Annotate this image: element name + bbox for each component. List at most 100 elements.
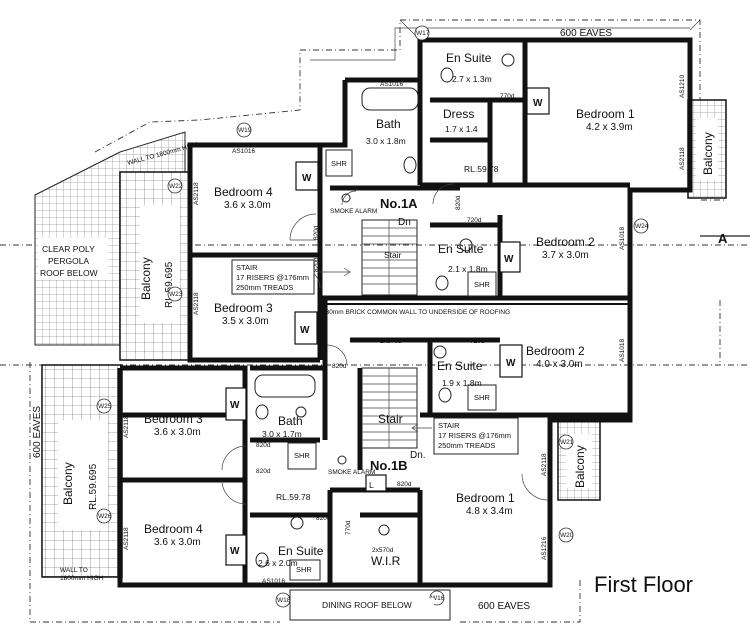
drawing-title: First Floor: [594, 572, 693, 597]
shower-icon: SHR: [467, 271, 497, 297]
svg-text:820d: 820d: [338, 185, 353, 192]
dn-label: Dn: [398, 217, 411, 228]
svg-text:W18: W18: [277, 597, 291, 604]
svg-text:720d: 720d: [470, 338, 485, 345]
svg-text:W16: W16: [431, 595, 445, 602]
bedroom1-b-name: Bedroom 1: [456, 491, 515, 505]
ensuite-b2-dims: 1.9 x 1.8m: [442, 378, 482, 388]
svg-text:820d: 820d: [313, 257, 320, 272]
svg-text:250mm TREADS: 250mm TREADS: [236, 283, 293, 292]
svg-text:W: W: [230, 546, 240, 557]
svg-text:W: W: [302, 173, 312, 184]
svg-text:AS1016: AS1016: [262, 578, 286, 585]
svg-text:AS1210: AS1210: [679, 74, 686, 98]
wir-name: W.I.R: [371, 554, 401, 568]
balcony-left: Balcony RL.59.695 WALL TO 1800mm HIGH: [119, 141, 199, 361]
dress-a-name: Dress: [443, 107, 474, 121]
eaves-left-label: 600 EAVES: [32, 406, 43, 458]
pergola-line-1: CLEAR POLY: [42, 244, 95, 254]
svg-text:AS1216: AS1216: [541, 536, 548, 560]
dining-roof-label: DINING ROOF BELOW: [322, 600, 412, 610]
svg-text:SMOKE ALARM: SMOKE ALARM: [330, 208, 377, 215]
svg-text:820d: 820d: [316, 515, 331, 522]
bath-a-name: Bath: [376, 117, 401, 131]
eaves-bottom-label: 600 EAVES: [478, 601, 530, 612]
ensuite-b-dims: 2.6 x 2.0m: [258, 558, 298, 568]
svg-text:AS2118: AS2118: [193, 292, 200, 315]
svg-text:770d: 770d: [345, 520, 352, 535]
pergola-line-2: PERGOLA: [48, 256, 89, 266]
svg-text:AS1016: AS1016: [232, 148, 256, 155]
svg-text:W25: W25: [98, 403, 112, 410]
svg-text:820d: 820d: [256, 442, 271, 449]
bedroom2-a-dims: 3.7 x 3.0m: [542, 250, 589, 261]
svg-text:SHR: SHR: [474, 393, 490, 402]
bedroom2-b-name: Bedroom 2: [526, 344, 585, 358]
bedroom3-a-name: Bedroom 3: [214, 301, 273, 315]
eaves-top-label: 600 EAVES: [560, 28, 612, 39]
svg-text:17 RISERS @176mm: 17 RISERS @176mm: [236, 273, 309, 282]
balcony-left-name: Balcony: [139, 257, 153, 300]
svg-text:W: W: [506, 358, 516, 369]
stair-1b-treads: [361, 367, 418, 449]
svg-text:STAIR: STAIR: [236, 263, 258, 272]
balcony-top-right: Balcony: [687, 99, 727, 199]
svg-text:W22: W22: [169, 183, 183, 190]
svg-text:W23: W23: [169, 291, 183, 298]
svg-text:SHR: SHR: [331, 159, 347, 168]
bathtub-icon: [254, 374, 316, 398]
bedroom3-b-dims: 3.6 x 3.0m: [154, 427, 201, 438]
stair-note-b: STAIR 17 RISERS @176mm 250mm TREADS: [411, 417, 519, 455]
window-tags: W17 W19 W22 W23 W24 W25 W26 W21 W20 W18 …: [96, 25, 649, 608]
section-line: A: [0, 231, 750, 366]
svg-text:820d: 820d: [256, 468, 271, 475]
ensuite-a2-name: En Suite: [438, 242, 484, 256]
unit-1b-label: No.1B: [370, 458, 408, 473]
svg-text:17 RISERS @176mm: 17 RISERS @176mm: [438, 431, 511, 440]
bedroom4-b-name: Bedroom 4: [144, 522, 203, 536]
svg-text:AS2118: AS2118: [679, 147, 686, 170]
bedroom4-a-dims: 3.6 x 3.0m: [224, 200, 271, 211]
svg-text:AS2118: AS2118: [193, 182, 200, 205]
svg-text:W17: W17: [416, 30, 430, 37]
svg-text:720d: 720d: [467, 217, 482, 224]
svg-text:L: L: [369, 480, 374, 490]
svg-text:SMOKE ALARM: SMOKE ALARM: [328, 469, 375, 476]
wardrobe-markers: W W W W W W W L: [225, 87, 550, 566]
bath-b-name: Bath: [278, 414, 303, 428]
basin-icon: [290, 53, 515, 536]
svg-text:W24: W24: [635, 223, 649, 230]
balcony-right-name: Balcony: [573, 445, 587, 488]
svg-text:W: W: [300, 325, 310, 336]
wall-to-high-bottom-2: 1800mm HIGH: [60, 575, 104, 582]
section-marker: A: [718, 231, 728, 246]
balcony-top-right-name: Balcony: [701, 132, 715, 175]
ensuite-top-name: En Suite: [446, 51, 492, 65]
balcony-lower-left-name: Balcony: [61, 462, 75, 505]
stair-b-label: Stair: [378, 412, 403, 426]
svg-text:820d: 820d: [455, 195, 462, 210]
svg-text:AS1018: AS1018: [619, 338, 626, 362]
svg-text:W19: W19: [238, 127, 252, 134]
ensuite-top-dims: 2.7 x 1.3m: [452, 74, 492, 84]
svg-text:AS2118: AS2118: [123, 415, 130, 438]
bedroom2-a-name: Bedroom 2: [536, 235, 595, 249]
svg-text:SHR: SHR: [474, 280, 490, 289]
door-size-labels: 820d 820d 720d 770d 820d 820d 820d 2x570…: [256, 93, 515, 554]
shower-icon: SHR: [287, 442, 317, 470]
bath-b-dims: 3.0 x 1.7m: [262, 429, 302, 439]
rl-1a: RL.59.78: [464, 164, 499, 174]
svg-text:820d: 820d: [397, 481, 412, 488]
dn-b-label: Dn.: [410, 450, 426, 461]
balcony-lower-left-rl: RL.59.695: [88, 463, 99, 510]
bedroom1-a-name: Bedroom 1: [576, 107, 635, 121]
bedroom4-b-dims: 3.6 x 3.0m: [154, 537, 201, 548]
balcony-lower-left: Balcony RL.59.695 WALL TO 1800mm HIGH: [41, 364, 123, 582]
svg-text:W: W: [230, 400, 240, 411]
stair-note-a: STAIR 17 RISERS @176mm 250mm TREADS: [231, 259, 351, 295]
svg-text:W: W: [533, 98, 543, 109]
bedroom1-b-dims: 4.8 x 3.4m: [466, 506, 513, 517]
svg-text:2x570d: 2x570d: [372, 547, 394, 554]
dining-roof: DINING ROOF BELOW: [289, 589, 451, 621]
